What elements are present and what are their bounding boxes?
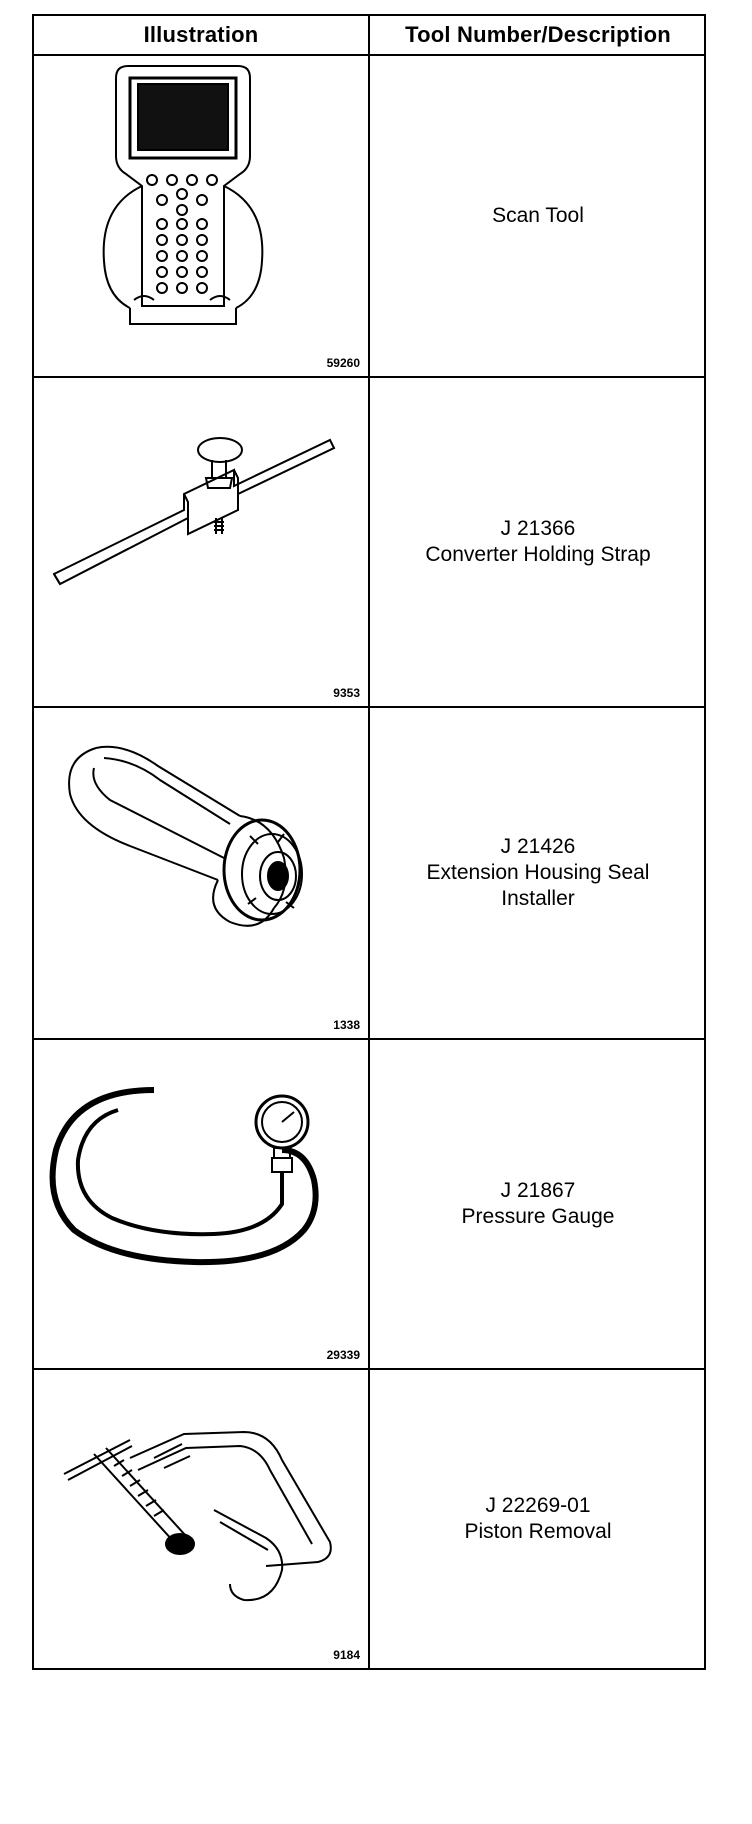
illustration-cell: 9353 <box>34 378 368 706</box>
table-row: 9184 J 22269-01 Piston Removal <box>34 1370 704 1668</box>
image-code: 9184 <box>333 1648 360 1662</box>
column-divider <box>368 16 370 1668</box>
piston-removal-icon <box>63 1430 332 1602</box>
tool-description: Piston Removal <box>464 1520 612 1543</box>
image-code: 59260 <box>326 356 360 370</box>
pressure-gauge-icon <box>49 1087 319 1266</box>
image-code: 1338 <box>333 1018 360 1032</box>
tool-description-cell: J 21426 Extension Housing Seal Installer <box>370 708 706 1038</box>
image-code: 9353 <box>333 686 360 700</box>
tool-number: J 22269-01 <box>485 1494 591 1517</box>
illustration-cell: 9184 <box>34 1370 368 1668</box>
table-row: 59260 Scan Tool <box>34 56 704 378</box>
tool-description-cell: J 21867 Pressure Gauge <box>370 1040 706 1368</box>
seal-installer-icon <box>68 745 303 927</box>
header-tool-number: Tool Number/Description <box>405 22 671 47</box>
image-code: 29339 <box>326 1348 360 1362</box>
tool-description-cell: J 21366 Converter Holding Strap <box>370 378 706 706</box>
tools-table: Illustration Tool Number/Description <box>32 14 706 1670</box>
tool-description-cell: J 22269-01 Piston Removal <box>370 1370 706 1668</box>
table-row: 9353 J 21366 Converter Holding Strap <box>34 378 704 708</box>
tool-description: Extension Housing Seal Installer <box>426 861 650 910</box>
tool-number: J 21867 <box>500 1179 576 1202</box>
scan-tool-icon <box>102 65 264 325</box>
illustration-cell: 59260 <box>34 56 368 376</box>
header-illustration: Illustration <box>143 22 259 47</box>
tool-description-cell: Scan Tool <box>370 56 706 376</box>
holding-strap-icon <box>52 437 336 586</box>
illustration-cell: 29339 <box>34 1040 368 1368</box>
tool-description: Converter Holding Strap <box>425 543 651 566</box>
illustration-cell: 1338 <box>34 708 368 1038</box>
tool-number: J 21426 <box>500 835 576 858</box>
tool-description: Pressure Gauge <box>461 1205 615 1228</box>
table-row: 1338 J 21426 Extension Housing Seal Inst… <box>34 708 704 1040</box>
tool-number: J 21366 <box>500 517 576 540</box>
tool-description: Scan Tool <box>492 204 584 227</box>
table-row: 29339 J 21867 Pressure Gauge <box>34 1040 704 1370</box>
